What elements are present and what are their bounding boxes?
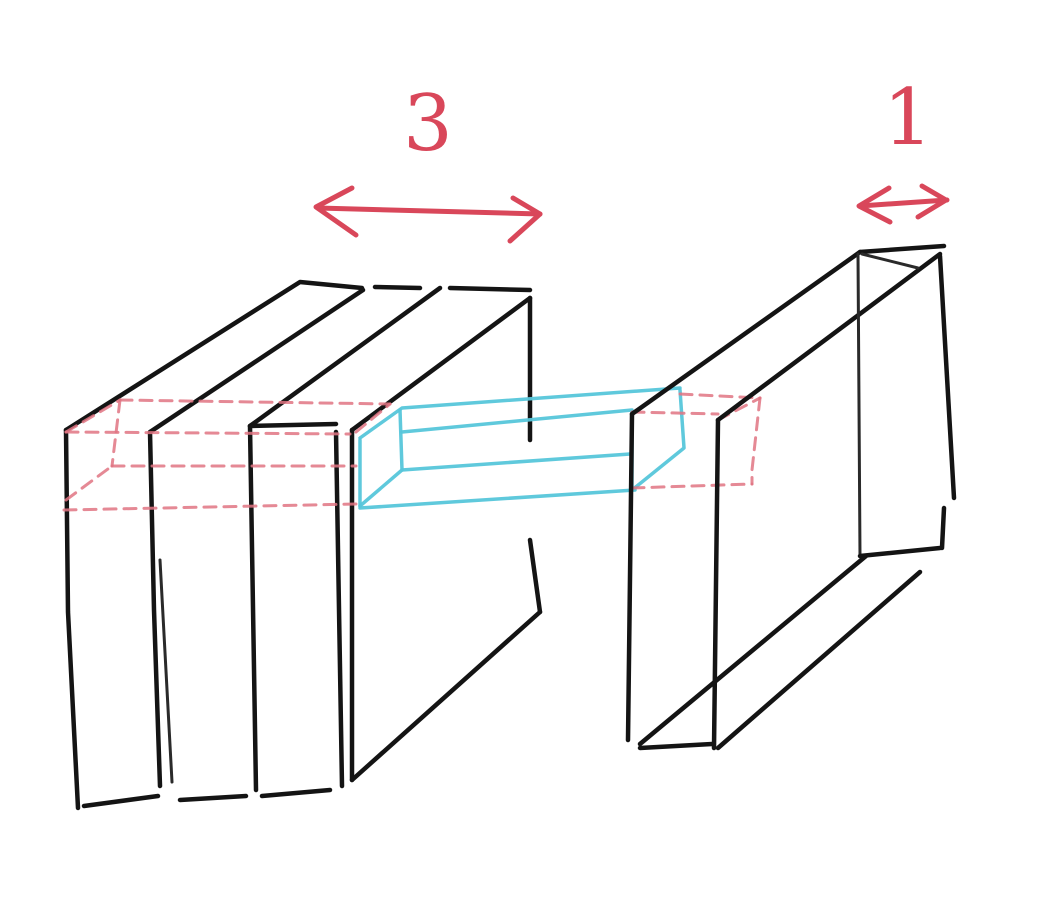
projection-lines <box>358 386 686 510</box>
input-volume <box>63 279 543 811</box>
output-depth-arrow <box>856 183 950 225</box>
receptive-field-box <box>62 398 392 512</box>
input-depth-label: 3 <box>403 79 453 169</box>
input-depth-arrow <box>313 185 543 244</box>
output-volume <box>625 243 957 751</box>
output-depth-label: 1 <box>883 73 933 163</box>
